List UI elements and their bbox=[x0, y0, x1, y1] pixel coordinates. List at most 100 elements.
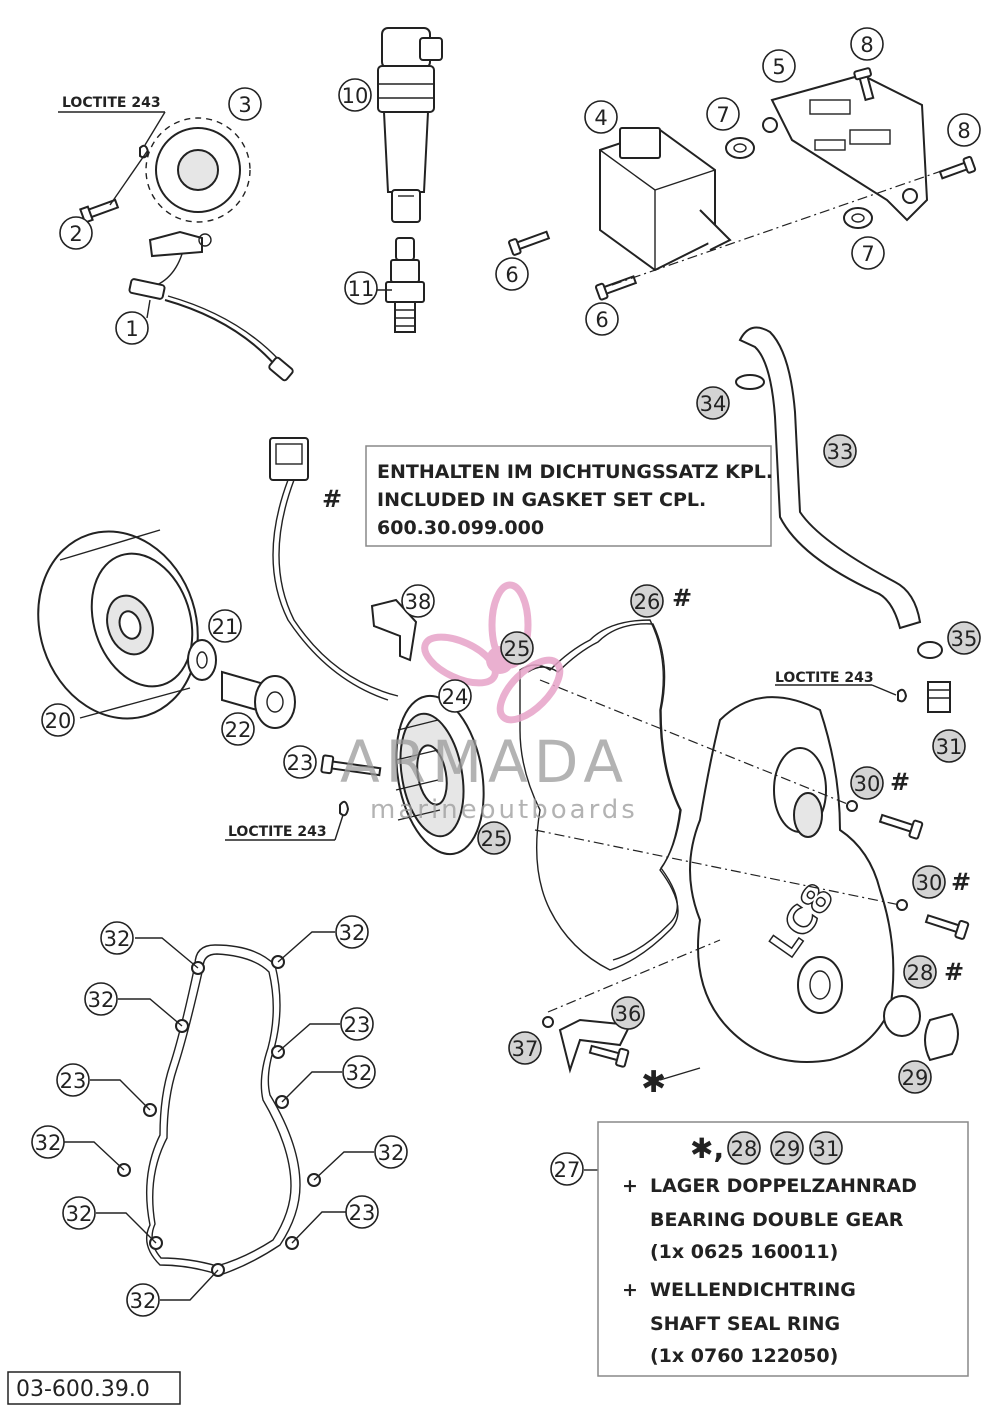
callout-number: 33 bbox=[827, 440, 854, 464]
callout-8b: 8 bbox=[947, 113, 981, 147]
callout-number: 31 bbox=[936, 735, 963, 759]
callout-number: 34 bbox=[700, 392, 727, 416]
callout-number: 35 bbox=[951, 627, 978, 651]
callout-number: 38 bbox=[405, 590, 432, 614]
callout-34: 34 bbox=[696, 386, 730, 420]
cover-screws bbox=[534, 679, 970, 1081]
callout-33: 33 bbox=[823, 434, 857, 468]
callout-32f: 32 bbox=[62, 1196, 96, 1230]
callout-number: 23 bbox=[287, 751, 314, 775]
callout-number: 23 bbox=[349, 1201, 376, 1225]
callout-number: 29 bbox=[902, 1066, 929, 1090]
callout-number: 32 bbox=[104, 927, 131, 951]
kit-box bbox=[597, 1121, 969, 1377]
gasket-note-line1: ENTHALTEN IM DICHTUNGSSATZ KPL. bbox=[377, 461, 773, 483]
callout-number: 30 bbox=[854, 772, 881, 796]
callout-number: 10 bbox=[342, 84, 369, 108]
callout-number: 7 bbox=[716, 103, 729, 127]
gasket-note-box bbox=[365, 445, 772, 547]
kit-item1-ref: (1x 0625 160011) bbox=[650, 1241, 838, 1263]
callout-number: 32 bbox=[66, 1202, 93, 1226]
asterisk-mark: ✱ bbox=[641, 1065, 666, 1100]
callout-5: 5 bbox=[762, 49, 796, 83]
callout-number: 6 bbox=[595, 308, 608, 332]
callout-23a: 23 bbox=[283, 745, 317, 779]
callout-number: 28 bbox=[907, 961, 934, 985]
callout-1: 1 bbox=[115, 311, 149, 345]
callout-38: 38 bbox=[401, 584, 435, 618]
stator-wire bbox=[269, 437, 399, 701]
callout-2: 2 bbox=[59, 216, 93, 250]
callout-number: 31 bbox=[813, 1137, 840, 1161]
callout-11: 11 bbox=[344, 271, 378, 305]
callout-number: 3 bbox=[238, 93, 251, 117]
callout-number: 32 bbox=[378, 1141, 405, 1165]
callout-number: 8 bbox=[957, 119, 970, 143]
kit-item2-de: WELLENDICHTRING bbox=[650, 1279, 856, 1301]
callout-number: 37 bbox=[512, 1037, 539, 1061]
callout-35: 35 bbox=[947, 621, 981, 655]
callout-37: 37 bbox=[508, 1031, 542, 1065]
callout-number: 26 bbox=[634, 590, 661, 614]
callout-number: 32 bbox=[339, 921, 366, 945]
callout-26: 26 bbox=[630, 584, 664, 618]
hash-mark-26: # bbox=[672, 584, 692, 612]
callout-number: 6 bbox=[505, 263, 518, 287]
kit-item1-de: LAGER DOPPELZAHNRAD bbox=[650, 1175, 917, 1197]
callout-b29: 29 bbox=[770, 1131, 804, 1165]
gasket-note-line3: 600.30.099.000 bbox=[377, 517, 544, 539]
hash-mark-note: # bbox=[322, 485, 342, 513]
ignition-cover: LC8 bbox=[689, 696, 959, 1063]
callout-29: 29 bbox=[898, 1060, 932, 1094]
callout-layer: 1234566778810112021222324252526272829303… bbox=[31, 27, 981, 1317]
callout-27: 27 bbox=[550, 1152, 584, 1186]
diagram-code: 03-600.39.0 bbox=[16, 1377, 150, 1402]
gasket-leader-lines bbox=[64, 931, 374, 1301]
gasket-note-line2: INCLUDED IN GASKET SET CPL. bbox=[377, 489, 706, 511]
callout-32h: 32 bbox=[342, 1055, 376, 1089]
callout-number: 25 bbox=[481, 827, 508, 851]
callout-23d: 23 bbox=[345, 1195, 379, 1229]
kit-plus-2: + bbox=[622, 1279, 638, 1301]
callout-32e: 32 bbox=[374, 1135, 408, 1169]
callout-24: 24 bbox=[438, 679, 472, 713]
callout-number: 11 bbox=[348, 277, 375, 301]
callout-number: 32 bbox=[346, 1061, 373, 1085]
callout-7b: 7 bbox=[851, 236, 885, 270]
callout-32a: 32 bbox=[100, 921, 134, 955]
callout-number: 23 bbox=[60, 1069, 87, 1093]
callout-22: 22 bbox=[221, 712, 255, 746]
callout-number: 36 bbox=[615, 1002, 642, 1026]
kit-item2-en: SHAFT SEAL RING bbox=[650, 1313, 840, 1335]
callout-number: 5 bbox=[772, 55, 785, 79]
callout-32b: 32 bbox=[335, 915, 369, 949]
callout-32c: 32 bbox=[84, 982, 118, 1016]
diagram-code-box bbox=[7, 1371, 181, 1405]
breather-hose-assembly bbox=[735, 326, 951, 713]
callout-number: 32 bbox=[35, 1131, 62, 1155]
callout-25b: 25 bbox=[477, 821, 511, 855]
crankcase-gasket bbox=[146, 944, 301, 1276]
callout-number: 27 bbox=[554, 1158, 581, 1182]
callout-23b: 23 bbox=[340, 1007, 374, 1041]
callout-number: 1 bbox=[125, 317, 138, 341]
loctite-label-1: LOCTITE 243 bbox=[62, 95, 161, 111]
cdi-unit-and-bracket bbox=[508, 67, 977, 301]
callout-number: 32 bbox=[88, 988, 115, 1012]
loctite-label-3: LOCTITE 243 bbox=[228, 824, 327, 840]
callout-b31: 31 bbox=[809, 1131, 843, 1165]
watermark-tagline: marineoutboards bbox=[370, 795, 638, 825]
callout-4: 4 bbox=[584, 100, 618, 134]
callout-number: 32 bbox=[130, 1289, 157, 1313]
callout-number: 24 bbox=[442, 685, 469, 709]
callout-number: 2 bbox=[69, 222, 82, 246]
watermark-name: ARMADA bbox=[340, 728, 629, 796]
callout-21: 21 bbox=[208, 609, 242, 643]
callout-3: 3 bbox=[228, 87, 262, 121]
callout-number: 22 bbox=[225, 718, 252, 742]
callout-20: 20 bbox=[41, 703, 75, 737]
callout-8a: 8 bbox=[850, 27, 884, 61]
hash-mark-30a: # bbox=[890, 768, 910, 796]
callout-number: 21 bbox=[212, 615, 239, 639]
